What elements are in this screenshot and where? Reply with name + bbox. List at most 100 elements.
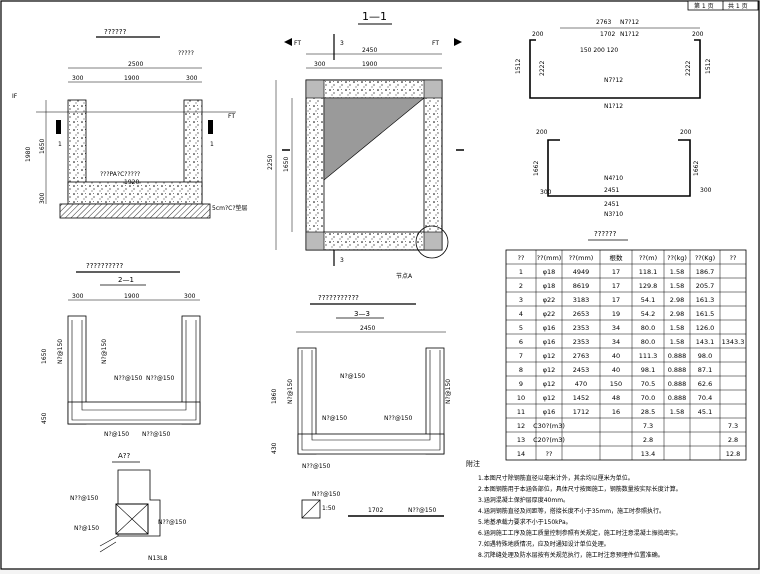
rebar2-dim-l: 200 bbox=[536, 129, 548, 136]
rebar2-bottom: N3?10 bbox=[604, 211, 623, 218]
table-cell: 0.888 bbox=[668, 394, 687, 402]
table-cell: 2.8 bbox=[728, 436, 738, 444]
table-cell: 54.1 bbox=[641, 296, 655, 304]
sec21-rebar-3: N?@150 bbox=[104, 431, 129, 438]
table-cell: 1.58 bbox=[670, 268, 684, 276]
table-cell: 11 bbox=[517, 408, 525, 416]
table-cell: 13.4 bbox=[641, 450, 655, 458]
table-cell: 1.58 bbox=[670, 282, 684, 290]
rebar2-hl: 300 bbox=[540, 189, 552, 196]
title-block-page: 第 1 页 bbox=[694, 2, 714, 10]
table-cell: 2763 bbox=[573, 352, 590, 360]
table-cell: φ18 bbox=[543, 282, 556, 290]
rebar1-mid-label: N1?12 bbox=[620, 31, 639, 38]
table-header-cell: ?? bbox=[518, 254, 525, 262]
section-3-3: ??????????? 3—3 2450 N?@150 N??@150 N?@1… bbox=[271, 294, 452, 470]
table-header-cell: ?? bbox=[730, 254, 737, 262]
table-cell: φ16 bbox=[543, 408, 556, 416]
detail-a-rebar-3: N?@150 bbox=[74, 525, 99, 532]
table-cell: 0.888 bbox=[668, 352, 687, 360]
top-left-cut-l: 1 bbox=[58, 141, 62, 148]
main-section: 1—1 FT FT 3 3 2450 300 1900 2250 1650 bbox=[267, 10, 464, 280]
rebar2-vr: 1662 bbox=[693, 161, 700, 176]
table-cell: φ12 bbox=[543, 352, 556, 360]
table-cell: 70.0 bbox=[641, 394, 655, 402]
notes-title: 附注 bbox=[466, 459, 480, 468]
sec21-title: ?????????? bbox=[86, 262, 123, 270]
table-cell: 70.5 bbox=[641, 380, 655, 388]
table-cell: 1.58 bbox=[670, 324, 684, 332]
table-cell: 80.0 bbox=[641, 324, 655, 332]
rebar1-label: N7?12 bbox=[620, 19, 639, 26]
rebar1-dim-r: 200 bbox=[692, 31, 704, 38]
sec21-rebar-2: N??@150 bbox=[146, 375, 174, 382]
table-cell: 4949 bbox=[573, 268, 590, 276]
rebar2-label: N4?10 bbox=[604, 175, 623, 182]
table-cell: 70.4 bbox=[698, 394, 712, 402]
table-cell: 4 bbox=[519, 310, 523, 318]
top-left-note: ???PA?C????? bbox=[100, 171, 140, 178]
top-left-base-note: 5cm?C?垫层 bbox=[212, 204, 248, 212]
table-cell: 2453 bbox=[573, 366, 590, 374]
table-cell: 80.0 bbox=[641, 338, 655, 346]
sec33-rebar-2: N??@150 bbox=[384, 415, 412, 422]
table-cell: 8 bbox=[519, 366, 523, 374]
detail-a-title: A?? bbox=[118, 452, 131, 460]
table-cell: 0.888 bbox=[668, 366, 687, 374]
table-cell: 40 bbox=[612, 366, 620, 374]
top-left-dim-h3: 300 bbox=[39, 192, 46, 204]
table-cell: 98.1 bbox=[641, 366, 655, 374]
table-cell: 14 bbox=[517, 450, 525, 458]
sec33-label: 3—3 bbox=[354, 310, 370, 318]
note-line: 6.涵洞施工工序及施工质量控制参照有关规定，施工时注意混凝土振捣密实。 bbox=[478, 529, 682, 537]
sec21-dim-wall-l: 300 bbox=[72, 293, 84, 300]
table-cell: 143.1 bbox=[696, 338, 715, 346]
table-cell: 3 bbox=[519, 296, 523, 304]
top-left-dim-total: 2500 bbox=[128, 61, 143, 68]
sec21-dim-inner: 1900 bbox=[124, 293, 139, 300]
top-left-view: ?????? ????? 2500 300 1900 300 IF FT ???… bbox=[12, 28, 248, 219]
table-header-cell: ??(kg) bbox=[667, 254, 687, 262]
rebar1-vr: 1512 bbox=[705, 59, 712, 74]
table-cell: 3183 bbox=[573, 296, 590, 304]
table-cell: 16 bbox=[612, 408, 620, 416]
main-cut-top: 3 bbox=[340, 40, 344, 47]
note-line: 3.涵洞混凝土保护层厚度40mm。 bbox=[478, 496, 569, 504]
table-cell: 470 bbox=[575, 380, 587, 388]
table-cell: 2.98 bbox=[670, 296, 684, 304]
rebar1-vr2: 2222 bbox=[685, 61, 692, 76]
main-dim-outer: 2450 bbox=[362, 47, 377, 54]
sec33-dim-b: 430 bbox=[271, 442, 278, 454]
table-cell: 19 bbox=[612, 310, 620, 318]
top-left-marker: FT bbox=[228, 113, 235, 120]
rebar1-inner-label: N7?12 bbox=[604, 77, 623, 84]
detail-a-rebar-2: N??@150 bbox=[158, 519, 186, 526]
table-cell: φ18 bbox=[543, 268, 556, 276]
top-left-sublabel: 1920 bbox=[124, 179, 139, 186]
table-cell: 2 bbox=[519, 282, 523, 290]
table-cell: 129.8 bbox=[639, 282, 658, 290]
table-cell: φ12 bbox=[543, 394, 556, 402]
rebar2-dim-r: 200 bbox=[680, 129, 692, 136]
table-cell: 150 bbox=[610, 380, 622, 388]
table-cell: φ12 bbox=[543, 366, 556, 374]
top-left-cut-r: 1 bbox=[210, 141, 214, 148]
top-left-dim-wall-r: 300 bbox=[186, 75, 198, 82]
table-header-cell: ??(mm) bbox=[569, 254, 594, 262]
rebar1-mid: 1702 bbox=[600, 31, 615, 38]
top-left-dim-h2: 1650 bbox=[39, 139, 46, 154]
main-detail-label: 节点A bbox=[396, 272, 413, 280]
rebar-table: ?????? ????(mm)??(mm)根数??(m)??(kg)??(Kg)… bbox=[505, 230, 747, 461]
sec21-side-r: N?@150 bbox=[101, 339, 108, 364]
sec33-dim-outer: 2450 bbox=[360, 325, 375, 332]
table-cell: 205.7 bbox=[696, 282, 715, 290]
table-cell: 8619 bbox=[573, 282, 590, 290]
table-cell: 12.8 bbox=[726, 450, 740, 458]
table-cell: 186.7 bbox=[696, 268, 715, 276]
table-cell: 2653 bbox=[573, 310, 590, 318]
main-marker-l: FT bbox=[294, 40, 301, 47]
table-cell: 1712 bbox=[573, 408, 590, 416]
main-dim-wall: 300 bbox=[314, 61, 326, 68]
